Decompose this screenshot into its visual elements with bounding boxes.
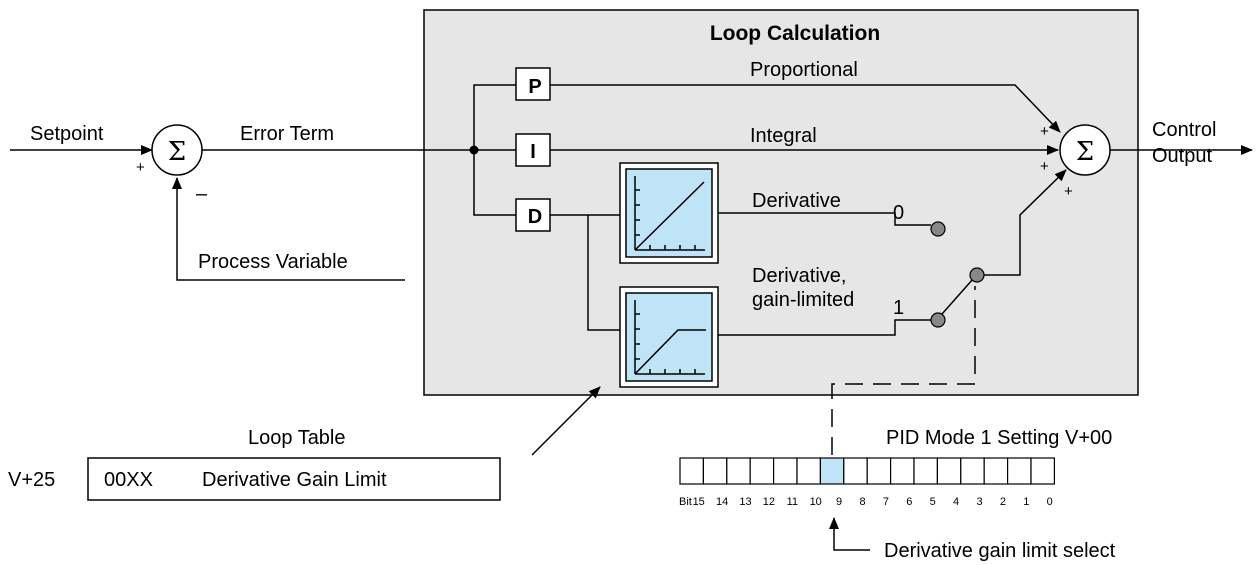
loop-table-value: 00XX (104, 469, 153, 491)
setpoint-label: Setpoint (30, 123, 104, 145)
bit-cell-6 (889, 457, 915, 485)
bit-cell-15 (679, 457, 704, 485)
integral-label: Integral (750, 125, 817, 147)
bit-label-7: 7 (883, 496, 889, 508)
bit-cell-0 (1030, 457, 1055, 485)
contact-0 (930, 221, 946, 237)
bit-cell-3 (960, 457, 985, 485)
bit-label-10: 10 (810, 496, 822, 508)
bit-cell-13 (726, 457, 751, 485)
loop-table-pointer (531, 386, 601, 456)
derivative-limited-label-line1: Derivative, (752, 265, 846, 287)
bit-label-0: 0 (1047, 496, 1053, 508)
control-output-label-line2: Output (1152, 145, 1212, 167)
loop-table-description: Derivative Gain Limit (202, 469, 387, 491)
bit-cell-7 (866, 457, 892, 485)
bit-label-9: 9 (836, 496, 842, 508)
loop-table-row (87, 457, 501, 501)
derivative-limited-label-line2: gain-limited (752, 289, 854, 311)
process-variable-line (172, 177, 405, 281)
d-to-limited-line (587, 215, 620, 331)
derivative-graph-icon (619, 162, 719, 264)
bit-cell-8 (843, 457, 868, 485)
control-output-label-line1: Control (1152, 119, 1216, 141)
p-block-label: P (528, 76, 541, 98)
switch-to-sum-line (984, 169, 1067, 276)
setpoint-plus-sign: + (136, 159, 145, 176)
output-plus-derivative: + (1064, 183, 1073, 200)
switch-pivot (969, 267, 985, 283)
bit-label-8: 8 (859, 496, 865, 508)
d-block (515, 198, 551, 232)
bit-label-3: 3 (976, 496, 982, 508)
mode-select-dashed-line (831, 286, 976, 455)
bit-cell-2 (983, 457, 1009, 485)
i-block-label: I (530, 141, 536, 163)
loop-table-title: Loop Table (248, 427, 346, 449)
error-term-label: Error Term (240, 123, 334, 145)
contact-1 (930, 312, 946, 328)
input-sigma-symbol: Σ (168, 137, 186, 167)
bit-cell-12 (749, 457, 775, 485)
bit-cell-10 (796, 457, 821, 485)
bit-label-15: 15 (693, 496, 705, 508)
d-block-label: D (528, 206, 542, 228)
pid-mode-title: PID Mode 1 Setting V+00 (886, 427, 1112, 449)
proportional-path (550, 84, 1061, 133)
contact-0-label: 0 (893, 202, 904, 224)
gain-limited-graph-icon (619, 286, 719, 388)
contact-1-label: 1 (893, 297, 904, 319)
output-plus-proportional: + (1040, 123, 1049, 140)
bit-label-12: 12 (763, 496, 775, 508)
loop-table-address: V+25 (8, 469, 55, 491)
output-sigma-symbol: Σ (1076, 137, 1094, 167)
branch-p-line (473, 84, 516, 150)
derivative-path (718, 212, 931, 226)
p-block (515, 67, 551, 101)
bit-cell-11 (772, 457, 798, 485)
bit-cell-9 (819, 457, 845, 485)
process-variable-minus-sign: – (196, 183, 208, 205)
switch-arm (941, 278, 974, 315)
bit-cell-5 (913, 457, 938, 485)
gain-limited-path (718, 319, 931, 336)
output-plus-integral: + (1040, 158, 1049, 175)
bit-label-11: 11 (787, 496, 798, 508)
gain-limit-select-pointer (829, 517, 870, 551)
proportional-label: Proportional (750, 59, 858, 81)
process-variable-label: Process Variable (198, 251, 348, 273)
bit-cell-4 (936, 457, 962, 485)
pid-mode-register (679, 457, 1055, 485)
bit-label-13: 13 (739, 496, 751, 508)
bit-cell-1 (1006, 457, 1032, 485)
bit-label-6: 6 (906, 496, 912, 508)
bit-label-1: 1 (1023, 496, 1029, 508)
bit-label-5: 5 (930, 496, 936, 508)
gain-limit-select-label: Derivative gain limit select (884, 540, 1116, 562)
bit-cell-14 (702, 457, 728, 485)
bit-prefix-label: Bit (679, 496, 692, 508)
bit-label-2: 2 (1000, 496, 1006, 508)
derivative-label: Derivative (752, 190, 841, 212)
branch-d-line (473, 150, 516, 216)
bit-label-4: 4 (953, 496, 959, 508)
panel-title: Loop Calculation (710, 22, 880, 45)
bit-label-14: 14 (716, 496, 728, 508)
